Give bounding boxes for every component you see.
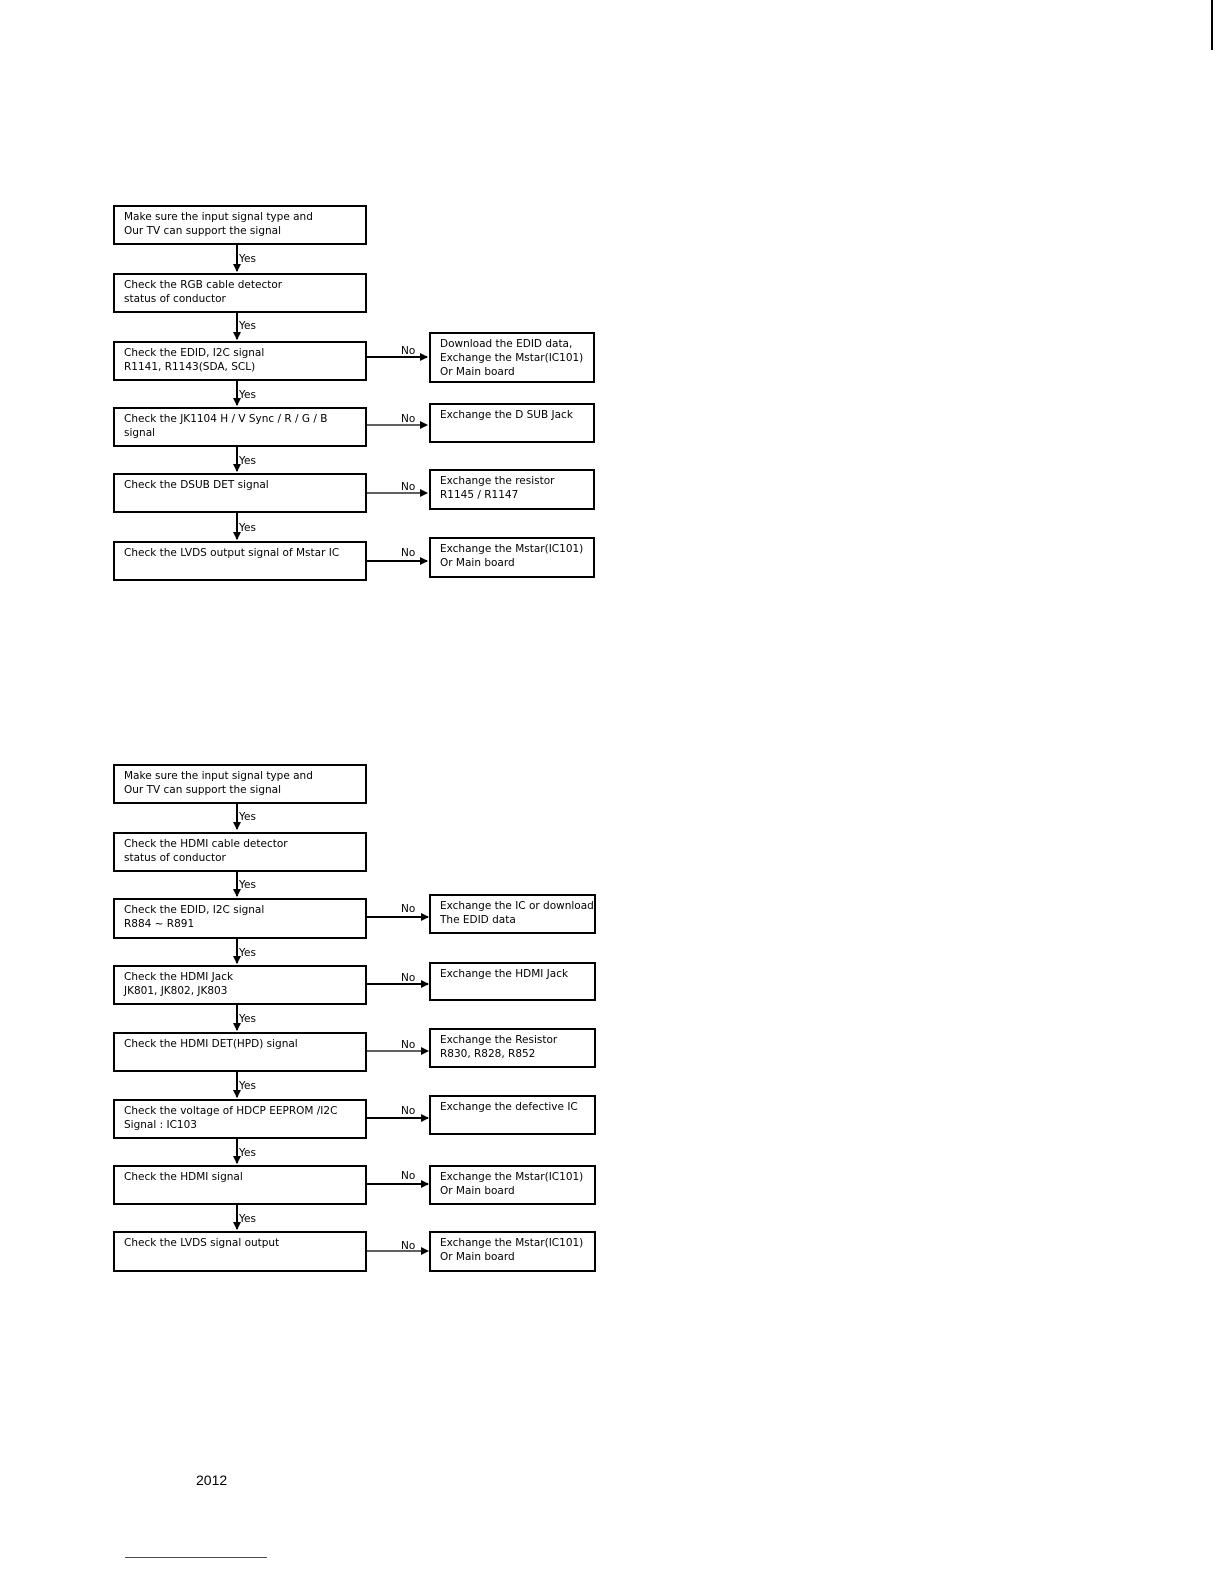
action-box: Download the EDID data, Exchange the Mst… bbox=[429, 332, 595, 383]
yes-label: Yes bbox=[239, 1213, 256, 1225]
step-box: Check the EDID, I2C signal R884 ~ R891 bbox=[113, 898, 367, 939]
step-box: Check the RGB cable detector status of c… bbox=[113, 273, 367, 313]
no-label: No bbox=[401, 1170, 416, 1182]
action-box: Exchange the HDMI Jack bbox=[429, 962, 596, 1001]
footer-year: 2012 bbox=[196, 1472, 228, 1488]
action-box: Exchange the resistor R1145 / R1147 bbox=[429, 469, 595, 510]
action-box: Exchange the Mstar(IC101) Or Main board bbox=[429, 537, 595, 578]
step-box: Check the voltage of HDCP EEPROM /I2C Si… bbox=[113, 1099, 367, 1139]
action-box: Exchange the Mstar(IC101) Or Main board bbox=[429, 1231, 596, 1272]
yes-label: Yes bbox=[239, 253, 256, 265]
step-box: Check the HDMI DET(HPD) signal bbox=[113, 1032, 367, 1072]
yes-label: Yes bbox=[239, 879, 256, 891]
action-box: Exchange the D SUB Jack bbox=[429, 403, 595, 443]
yes-label: Yes bbox=[239, 1013, 256, 1025]
yes-label: Yes bbox=[239, 811, 256, 823]
yes-label: Yes bbox=[239, 455, 256, 467]
no-label: No bbox=[401, 413, 416, 425]
action-box: Exchange the Mstar(IC101) Or Main board bbox=[429, 1165, 596, 1205]
no-label: No bbox=[401, 903, 416, 915]
yes-label: Yes bbox=[239, 1147, 256, 1159]
no-label: No bbox=[401, 1240, 416, 1252]
step-box: Check the HDMI Jack JK801, JK802, JK803 bbox=[113, 965, 367, 1005]
step-box: Check the HDMI cable detector status of … bbox=[113, 832, 367, 872]
step-box: Check the EDID, I2C signal R1141, R1143(… bbox=[113, 341, 367, 381]
no-label: No bbox=[401, 1039, 416, 1051]
step-box: Check the LVDS output signal of Mstar IC bbox=[113, 541, 367, 581]
step-box: Check the DSUB DET signal bbox=[113, 473, 367, 513]
step-box: Check the HDMI signal bbox=[113, 1165, 367, 1205]
step-box: Check the LVDS signal output bbox=[113, 1231, 367, 1272]
action-box: Exchange the Resistor R830, R828, R852 bbox=[429, 1028, 596, 1068]
yes-label: Yes bbox=[239, 947, 256, 959]
footer-link-rule bbox=[125, 1557, 267, 1558]
no-label: No bbox=[401, 345, 416, 357]
step-box: Make sure the input signal type and Our … bbox=[113, 205, 367, 245]
step-box: Check the JK1104 H / V Sync / R / G / B … bbox=[113, 407, 367, 447]
yes-label: Yes bbox=[239, 389, 256, 401]
yes-label: Yes bbox=[239, 320, 256, 332]
step-box: Make sure the input signal type and Our … bbox=[113, 764, 367, 804]
action-box: Exchange the defective IC bbox=[429, 1095, 596, 1135]
action-box: Exchange the IC or download The EDID dat… bbox=[429, 894, 596, 934]
no-label: No bbox=[401, 972, 416, 984]
no-label: No bbox=[401, 547, 416, 559]
no-label: No bbox=[401, 1105, 416, 1117]
page-edge-rule bbox=[1211, 0, 1213, 50]
no-label: No bbox=[401, 481, 416, 493]
yes-label: Yes bbox=[239, 1080, 256, 1092]
yes-label: Yes bbox=[239, 522, 256, 534]
